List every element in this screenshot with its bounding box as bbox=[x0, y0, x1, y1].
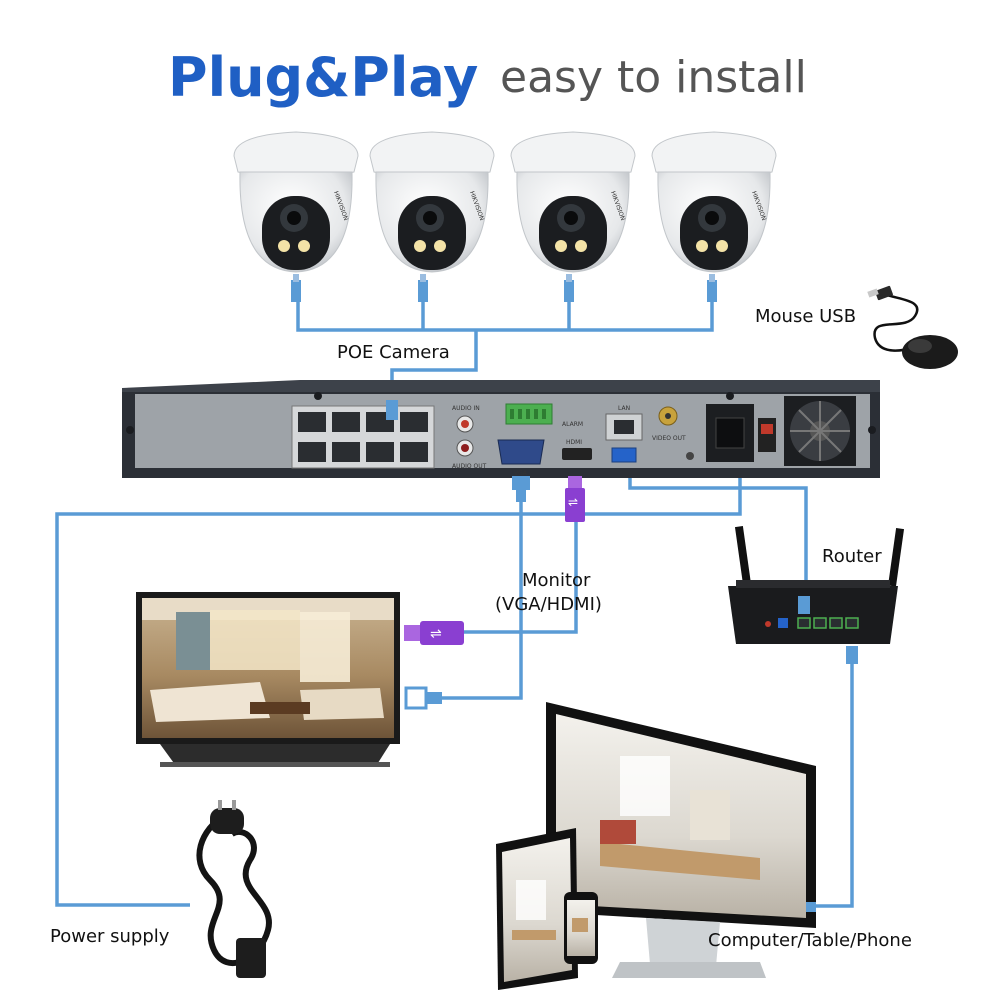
label-power-supply: Power supply bbox=[50, 926, 170, 947]
lan-cable-router bbox=[628, 465, 808, 590]
usb-mouse bbox=[867, 285, 958, 369]
label-monitor: Monitor bbox=[522, 570, 591, 591]
label-mouse-usb: Mouse USB bbox=[755, 306, 856, 327]
label-audio-out: AUDIO OUT bbox=[452, 463, 487, 470]
label-audio-in: AUDIO IN bbox=[452, 405, 480, 412]
label-alarm: ALARM bbox=[562, 421, 583, 428]
label-vga-hdmi: (VGA/HDMI) bbox=[495, 594, 602, 615]
vga-cable bbox=[440, 498, 523, 700]
lan-cable-computer bbox=[812, 660, 854, 908]
power-cord bbox=[196, 800, 272, 978]
camera-1: HIKVISION bbox=[233, 131, 359, 302]
svg-text:⇌: ⇌ bbox=[430, 626, 442, 642]
vga-plug-monitor bbox=[404, 686, 442, 710]
hdmi-cable bbox=[462, 518, 578, 634]
svg-text:⇌: ⇌ bbox=[568, 495, 578, 509]
label-vga: VGA bbox=[514, 470, 528, 477]
mouse-cable bbox=[873, 292, 919, 352]
label-lan: LAN bbox=[618, 405, 630, 412]
nvr-recorder: AUDIO IN AUDIO OUT ALARM VGA HDMI LAN VI… bbox=[122, 380, 880, 478]
label-poe-camera: POE Camera bbox=[337, 342, 450, 363]
title-plug-play: Plug&Play bbox=[168, 46, 478, 109]
hdmi-plug-nvr: ⇌ bbox=[565, 476, 585, 522]
camera-4: HIKVISION bbox=[651, 131, 777, 302]
power-cable bbox=[55, 460, 742, 907]
label-router: Router bbox=[822, 546, 882, 567]
phone bbox=[564, 892, 598, 964]
label-hdmi: HDMI bbox=[566, 439, 582, 446]
hdmi-plug-monitor: ⇌ bbox=[404, 621, 464, 645]
camera-2: HIKVISION bbox=[369, 131, 495, 302]
label-video-out: VIDEO OUT bbox=[652, 435, 686, 442]
router bbox=[728, 526, 905, 664]
computer-monitor bbox=[546, 702, 816, 978]
vga-plug-nvr bbox=[512, 476, 530, 502]
tablet bbox=[496, 828, 578, 990]
label-devices: Computer/Table/Phone bbox=[708, 930, 912, 951]
tv-monitor bbox=[136, 592, 400, 767]
camera-3: HIKVISION bbox=[510, 131, 636, 302]
title-easy-install: easy to install bbox=[500, 52, 807, 103]
